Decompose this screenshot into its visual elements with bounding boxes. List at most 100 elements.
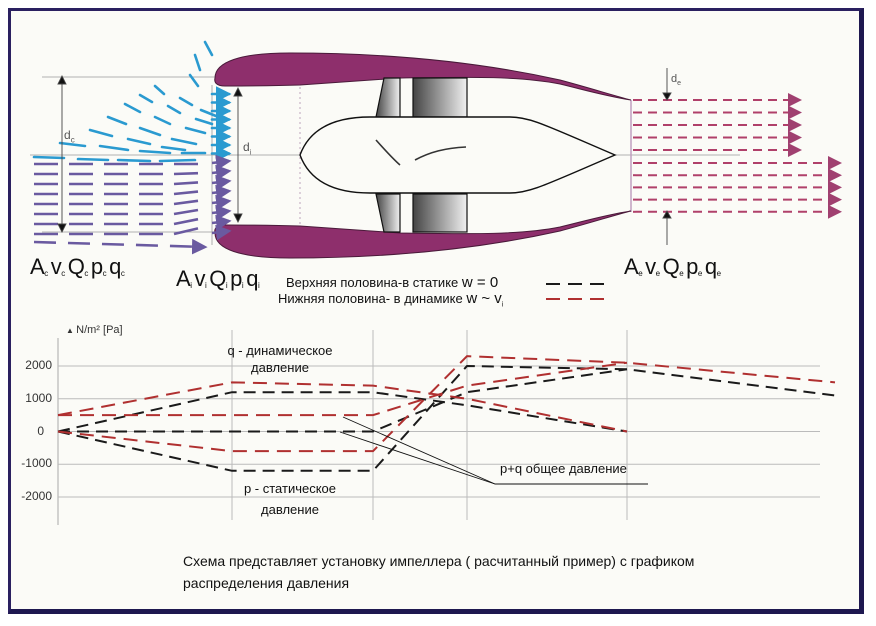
nacelle-upper xyxy=(214,52,632,101)
de-label: de xyxy=(671,73,681,87)
inlet-lower-arrow xyxy=(211,174,232,191)
inlet-upper-dash xyxy=(116,158,152,163)
q-annotation-line2: давление xyxy=(251,360,309,375)
inlet-upper-dash xyxy=(194,117,214,126)
capture-symbol-a: A xyxy=(30,254,45,279)
inlet-upper-dash xyxy=(88,128,114,138)
blade-section-2 xyxy=(414,146,467,161)
capture-subscript-1: c xyxy=(61,269,65,278)
exit-symbol-q: q xyxy=(704,254,717,279)
series-line xyxy=(57,381,628,433)
y-tick-label: -2000 xyxy=(21,489,52,503)
inlet-upper-dash xyxy=(106,115,128,126)
capture-symbol-v: v xyxy=(50,254,62,279)
inlet-upper-dash xyxy=(98,144,130,152)
series-line xyxy=(57,391,628,433)
legend-upper: Верхняя половина-в статике w = 0 xyxy=(286,274,498,291)
p-annotation-line1: p - статическое xyxy=(243,481,337,496)
exit-subscript-3: e xyxy=(697,269,702,278)
inlet-symbol-p: p xyxy=(230,266,242,291)
inlet-upper-dash xyxy=(138,149,172,155)
inlet-upper-dash xyxy=(153,84,166,96)
inlet-lower-dash xyxy=(173,190,199,196)
legend-lines xyxy=(546,283,610,300)
inlet-upper-dash xyxy=(170,137,198,146)
dc-base: d xyxy=(64,128,71,142)
exit-subscript-0: e xyxy=(638,269,643,278)
legend-lower: Нижняя половина- в динамике w ~ vi xyxy=(278,290,503,309)
fan-stage xyxy=(375,77,468,233)
caption-line2: распределения давления xyxy=(183,575,350,591)
stator-block-lower xyxy=(412,193,468,233)
exit-subscript-4: e xyxy=(716,269,721,278)
inlet-upper-dash xyxy=(184,126,207,135)
inlet-upper-dash xyxy=(158,158,197,163)
y-tick-label: 2000 xyxy=(25,358,52,372)
figure-caption: Схема представляет установку импеллера (… xyxy=(183,550,694,594)
inlet-subscript-1: i xyxy=(204,281,207,290)
de-arrow-bottom-head xyxy=(662,210,672,219)
y-axis-label-text: N/m² [Pa] xyxy=(76,324,123,336)
legend-upper-formula: w = 0 xyxy=(461,274,499,291)
inlet-lower-arrow xyxy=(211,224,232,241)
inlet-upper-dash xyxy=(58,141,87,148)
q-annotation: q - динамическое давление xyxy=(200,340,360,378)
inlet-upper-dash xyxy=(178,96,194,107)
inlet-upper-dash xyxy=(203,40,214,57)
di-arrow-bottom-head xyxy=(233,213,243,224)
nacelle-lower xyxy=(214,210,632,259)
inlet-upper-dash xyxy=(193,53,202,72)
di-arrow-top-head xyxy=(233,86,243,97)
pq-leader xyxy=(339,416,648,485)
p-annotation-line2: давление xyxy=(261,502,319,517)
inlet-lower-dash xyxy=(173,227,199,236)
di-sub: i xyxy=(249,149,252,157)
inlet-subscript-0: i xyxy=(190,281,192,290)
capture-subscript-3: c xyxy=(102,269,107,278)
p-annotation: p - статическое давление xyxy=(210,478,370,520)
inlet-upper-dash xyxy=(32,155,66,160)
series-line xyxy=(58,361,628,417)
inlet-upper-dash xyxy=(126,137,152,146)
capture-subscript-2: c xyxy=(84,269,88,278)
capture-subscript-0: c xyxy=(44,269,48,278)
y-tick-label: 0 xyxy=(37,423,44,438)
di-label: di xyxy=(243,140,251,156)
de-base: d xyxy=(671,73,678,85)
capture-symbol-q: q xyxy=(109,254,121,279)
chart-grid xyxy=(57,330,820,525)
exit-subscript-2: e xyxy=(679,269,684,278)
stator-block-upper xyxy=(412,77,468,118)
exit-flow xyxy=(633,93,842,219)
exit-symbol-p: p xyxy=(686,254,698,279)
inlet-lower-dash xyxy=(173,208,199,216)
inlet-symbol-q: q xyxy=(246,266,258,291)
q-annotation-line1: q - динамическое xyxy=(227,343,333,358)
inlet-lower-edge-stream xyxy=(33,238,208,255)
y-tick-label: 1000 xyxy=(25,390,52,405)
capture-subscript-4: c xyxy=(120,269,125,278)
inlet-symbol-a: A xyxy=(176,266,191,291)
series-line xyxy=(57,364,836,472)
pq-annotation: p+q общее давление xyxy=(500,461,627,476)
legend-lower-formula: w ~ v xyxy=(466,290,502,307)
inlet-symbol-v: v xyxy=(194,266,205,291)
inlet-upper-dash xyxy=(138,93,154,104)
di-base: d xyxy=(243,140,250,154)
legend-upper-text: Верхняя половина-в статике xyxy=(286,275,459,290)
inlet-flow-lower xyxy=(33,154,232,255)
rotor-blade-lower xyxy=(375,193,401,233)
y-tick-label: -1000 xyxy=(21,456,52,471)
inlet-upper-dash xyxy=(199,108,218,118)
rotor-blade-upper xyxy=(375,77,401,118)
blade-section-1 xyxy=(375,139,401,166)
inlet-subscript-2: i xyxy=(225,281,228,290)
inlet-upper-dash xyxy=(188,73,200,88)
inlet-subscript-4: i xyxy=(257,281,260,290)
inlet-lower-arrow xyxy=(211,204,232,221)
inlet-symbol-q: Q xyxy=(209,266,226,291)
exit-symbol-a: A xyxy=(624,254,639,279)
caption-line1: Схема представляет установку импеллера (… xyxy=(183,553,695,569)
